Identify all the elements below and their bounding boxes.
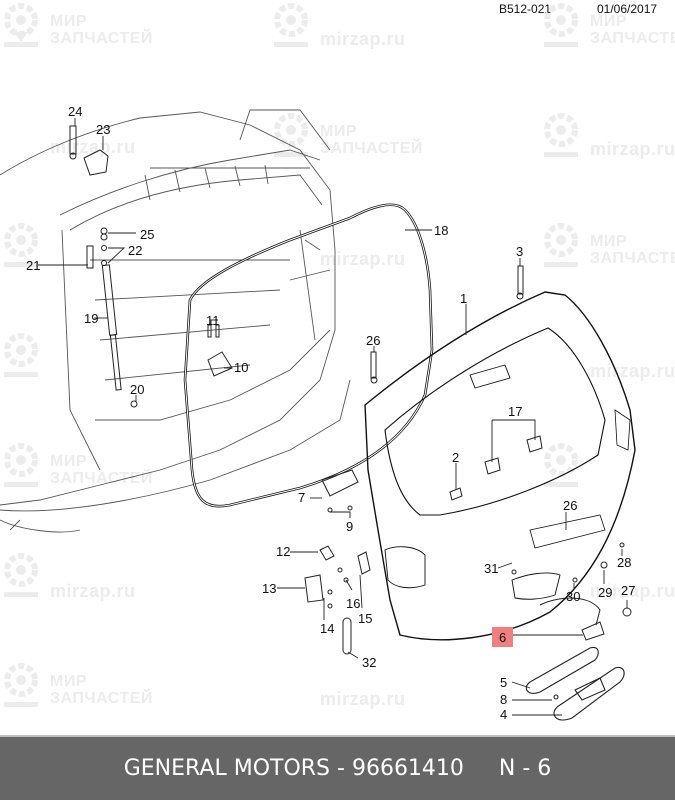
- weatherstrip: [183, 203, 434, 508]
- callout-26[interactable]: 26: [563, 498, 578, 513]
- small-parts: [69, 125, 632, 655]
- callout-17[interactable]: 17: [508, 404, 523, 419]
- callout-2[interactable]: 2: [452, 450, 460, 465]
- callout-4[interactable]: 4: [500, 707, 508, 722]
- handle-applique: [525, 646, 625, 721]
- callout-10[interactable]: 10: [234, 360, 249, 375]
- watermark-pin-icon: [4, 553, 38, 597]
- callout-20[interactable]: 20: [130, 382, 145, 397]
- callout-32[interactable]: 32: [362, 655, 377, 670]
- watermark-domain: mirzap.ru: [320, 689, 406, 709]
- callout-9[interactable]: 9: [346, 519, 354, 534]
- callout-31[interactable]: 31: [484, 561, 499, 576]
- callout-7[interactable]: 7: [298, 490, 306, 505]
- callout-5[interactable]: 5: [500, 675, 508, 690]
- callout-25[interactable]: 25: [140, 227, 155, 242]
- callout-26[interactable]: 26: [366, 333, 381, 348]
- leader-lines: [38, 118, 628, 716]
- watermark-domain: mirzap.ru: [590, 139, 675, 159]
- callout-3[interactable]: 3: [516, 244, 524, 259]
- callout-27[interactable]: 27: [621, 583, 636, 598]
- callout-13[interactable]: 13: [262, 581, 277, 596]
- callout-8[interactable]: 8: [500, 692, 508, 707]
- callout-21[interactable]: 21: [26, 258, 41, 273]
- callout-29[interactable]: 29: [598, 585, 613, 600]
- callout-23[interactable]: 23: [96, 122, 111, 137]
- callout-22[interactable]: 22: [128, 243, 143, 258]
- callout-1[interactable]: 1: [460, 291, 468, 306]
- callout-24[interactable]: 24: [68, 104, 83, 119]
- callout-15[interactable]: 15: [358, 611, 373, 626]
- callout-16[interactable]: 16: [346, 596, 361, 611]
- watermark-pin-icon: [544, 443, 578, 487]
- watermark-pin-icon: [4, 333, 38, 377]
- watermark-domain: mirzap.ru: [50, 137, 136, 157]
- part-info-text: GENERAL MOTORS - 96661410 N - 6: [123, 756, 552, 781]
- watermark-pin-icon: [544, 223, 578, 267]
- watermark-domain: mirzap.ru: [590, 581, 675, 601]
- liftgate-exploded-diagram: [0, 109, 636, 721]
- watermark-pin-icon: [4, 443, 38, 487]
- watermark-domain: mirzap.ru: [320, 249, 406, 269]
- liftgate-panel: [364, 291, 636, 641]
- callout-11[interactable]: 11: [206, 313, 220, 328]
- vehicle-body: [0, 109, 351, 533]
- watermark-pin-icon: [4, 223, 38, 267]
- watermark-pin-icon: [274, 113, 308, 157]
- watermark-pin-icon: [4, 663, 38, 707]
- diagram-date: 01/06/2017: [597, 2, 658, 16]
- watermark-domain: mirzap.ru: [320, 29, 406, 49]
- callout-18[interactable]: 18: [434, 223, 449, 238]
- watermark-pin-icon: [544, 3, 578, 47]
- watermark-pin-icon: [274, 3, 308, 47]
- watermark-pin-icon: [4, 3, 38, 47]
- part-info-bar: GENERAL MOTORS - 96661410 N - 6: [0, 735, 675, 800]
- callout-28[interactable]: 28: [617, 555, 632, 570]
- callout-14[interactable]: 14: [320, 621, 335, 636]
- callout-6-highlighted[interactable]: 6: [492, 627, 514, 647]
- callout-12[interactable]: 12: [276, 544, 291, 559]
- callout-30[interactable]: 30: [566, 589, 581, 604]
- callout-19[interactable]: 19: [84, 311, 99, 326]
- watermark-domain: mirzap.ru: [50, 581, 136, 601]
- watermark-pin-icon: [544, 113, 578, 157]
- watermark-domain: mirzap.ru: [590, 361, 675, 381]
- diagram-code: B512-021: [499, 2, 552, 16]
